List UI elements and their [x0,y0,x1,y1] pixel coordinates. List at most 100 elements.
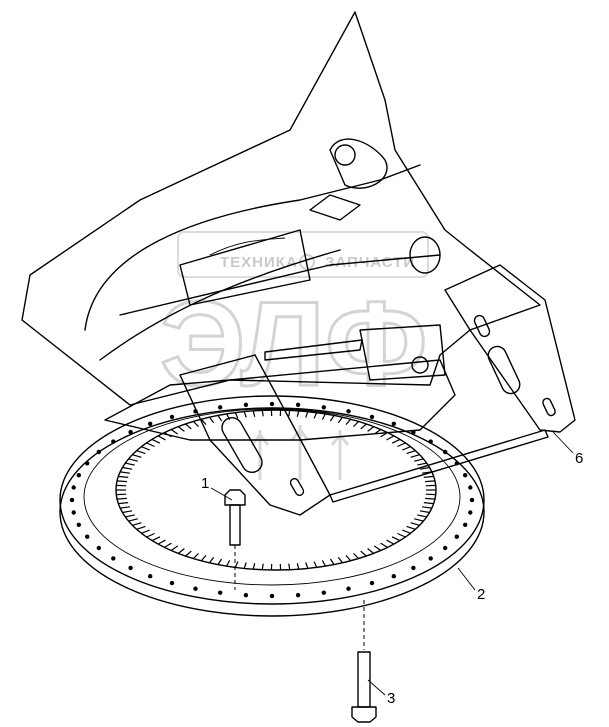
bolt-hole [148,574,153,579]
bolt-3 [351,600,377,723]
ring-gear-teeth [116,409,436,571]
gear-tooth [417,462,427,466]
gear-tooth [353,421,360,428]
support-rail [179,264,576,516]
callout-1-label: 1 [201,475,209,492]
bolt-hole [76,522,82,527]
rail-slot-2 [473,314,491,338]
callout-1-leader [210,487,233,501]
bolt-hole [85,534,90,539]
hinge-boss [329,138,388,189]
gear-tooth [151,438,161,444]
gear-tooth [170,429,179,435]
gear-tooth [367,548,375,554]
callout-2-label: 2 [477,586,485,603]
bolt-hole [76,473,82,478]
housing-window-detail [209,237,286,256]
gear-tooth [410,522,420,526]
gear-tooth [128,458,138,462]
gear-tooth [296,410,300,417]
turret-housing [21,11,541,406]
gear-tooth [217,558,223,565]
gear-tooth [192,421,199,428]
bracket-slot [221,416,263,474]
mount-bracket [309,194,361,221]
bolt-hole [454,534,459,539]
rail-plate [444,264,576,433]
gear-tooth [209,556,215,564]
gear-tooth [170,545,179,551]
callout-3-label: 3 [387,690,395,707]
watermark-logo-letters: ЭЛФ [160,277,427,411]
gear-tooth [122,466,133,470]
gear-tooth [424,497,436,500]
gear-tooth [234,561,239,568]
gear-tooth [305,411,309,418]
gear-tooth [136,525,146,530]
gear-tooth [345,555,352,562]
gear-tooth [423,475,434,478]
callout-2-leader [457,567,476,591]
bolt-hole [193,586,198,591]
bolt-hole [428,439,433,444]
gear-tooth [386,539,395,545]
bolt-hole [463,522,468,527]
gear-tooth [125,514,135,518]
gear-tooth [419,510,430,514]
gear-tooth [296,563,300,570]
housing-inner-edge [84,164,421,331]
gear-tooth [391,536,401,542]
gear-tooth [164,542,172,548]
ring-outer-top [59,395,485,605]
gear-tooth [288,410,291,417]
gear-tooth [141,446,151,451]
crossbar [264,339,363,361]
bolt-hole [468,510,473,515]
housing-floor-edge [119,254,441,316]
gear-tooth [321,560,326,567]
gear-tooth [118,475,129,478]
gear-tooth [373,545,382,551]
gear-tooth [116,497,128,500]
bolt-hole [295,402,301,407]
bolt-hole [169,580,175,586]
bolt-hole [148,421,153,426]
gear-tooth [243,411,247,418]
bolt-1 [224,489,246,590]
gear-tooth [177,426,185,432]
bolt-hole [369,580,375,586]
bolt-hole [71,485,76,490]
gear-tooth [125,462,135,466]
hinge-pin [334,144,356,166]
gear-tooth [252,410,256,417]
slewing-ring [59,395,485,617]
gear-tooth [132,454,142,458]
bolt-hole [321,590,326,595]
turret-base-plate [104,359,456,441]
bolt-3-shank [357,651,371,708]
gear-tooth [424,480,436,483]
gear-tooth [410,454,420,458]
bolt-hole [463,473,468,478]
ring-bolt-circle [83,408,461,586]
gear-tooth [192,552,199,559]
bolt-hole [346,409,351,414]
gear-tooth [200,555,207,562]
bracket-slot-small [289,477,305,497]
gear-tooth [146,442,155,448]
callout-3-leader [367,679,386,696]
gear-tooth [360,550,367,557]
gear-tooth [200,418,207,425]
bolt-3-head [351,706,377,723]
gear-tooth [120,471,130,474]
bolt-hole [321,405,326,410]
tie-rod [329,429,549,503]
bolt-hole [111,556,116,561]
side-panel [359,324,446,381]
housing-window [179,229,311,306]
gear-tooth [380,542,388,548]
gear-tooth [419,466,430,470]
gear-tooth [120,506,130,509]
gear-tooth [209,416,215,424]
